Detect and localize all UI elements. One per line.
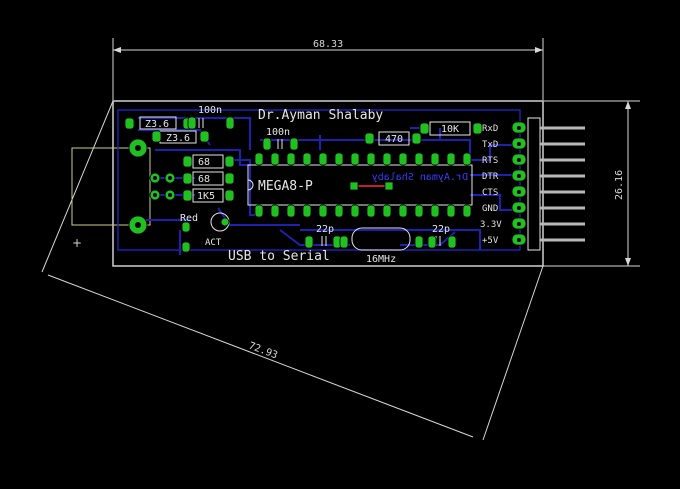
diagonal-dimension-label: 72.93 <box>247 341 279 362</box>
pads <box>124 116 527 253</box>
cap-1-label: 100n <box>198 105 222 116</box>
origin-cross: + <box>72 236 82 250</box>
bottom-copper-traces <box>117 109 521 255</box>
pin-label-gnd: GND <box>482 204 498 214</box>
dimension-arrowheads <box>113 47 631 266</box>
resistor-3-label: 1K5 <box>197 191 215 202</box>
author-label: Dr.Ayman Shalaby <box>258 108 383 123</box>
width-dimension-label: 68.33 <box>313 39 343 50</box>
crystal-label: 16MHz <box>366 254 396 265</box>
ic-label: MEGA8-P <box>258 179 313 194</box>
header-pins <box>540 126 585 242</box>
pin-label-cts: CTS <box>482 188 498 198</box>
height-dimension-label: 26.16 <box>614 170 625 200</box>
board-outline <box>112 100 544 267</box>
zener-2-label: Z3.6 <box>166 133 190 144</box>
author-mirrored-label: Dr.Ayman Shalaby <box>372 172 468 183</box>
pin-label-3v3: 3.3V <box>480 220 502 230</box>
cap-4-label: 22p <box>432 224 450 235</box>
pin-label-txd: TxD <box>482 140 498 150</box>
resistor-2-label: 68 <box>198 174 210 185</box>
resistor-1-label: 68 <box>198 157 210 168</box>
led-function-label: ACT <box>205 238 222 248</box>
dimension-lines <box>41 38 640 441</box>
pad-holes <box>135 126 521 242</box>
resistor-4-label: 470 <box>385 134 403 145</box>
board-title-label: USB to Serial <box>228 249 330 264</box>
pin-label-dtr: DTR <box>482 172 499 182</box>
cap-3-label: 22p <box>316 224 334 235</box>
resistor-5-label: 10K <box>441 124 459 135</box>
pin-label-5v: +5V <box>482 236 499 246</box>
usb-connector-outline <box>71 147 151 226</box>
cap-2-label: 100n <box>266 127 290 138</box>
led-name-label: Red <box>180 213 198 224</box>
pin-label-rxd: RxD <box>482 124 498 134</box>
pin-label-rts: RTS <box>482 156 498 166</box>
zener-1-label: Z3.6 <box>145 119 169 130</box>
